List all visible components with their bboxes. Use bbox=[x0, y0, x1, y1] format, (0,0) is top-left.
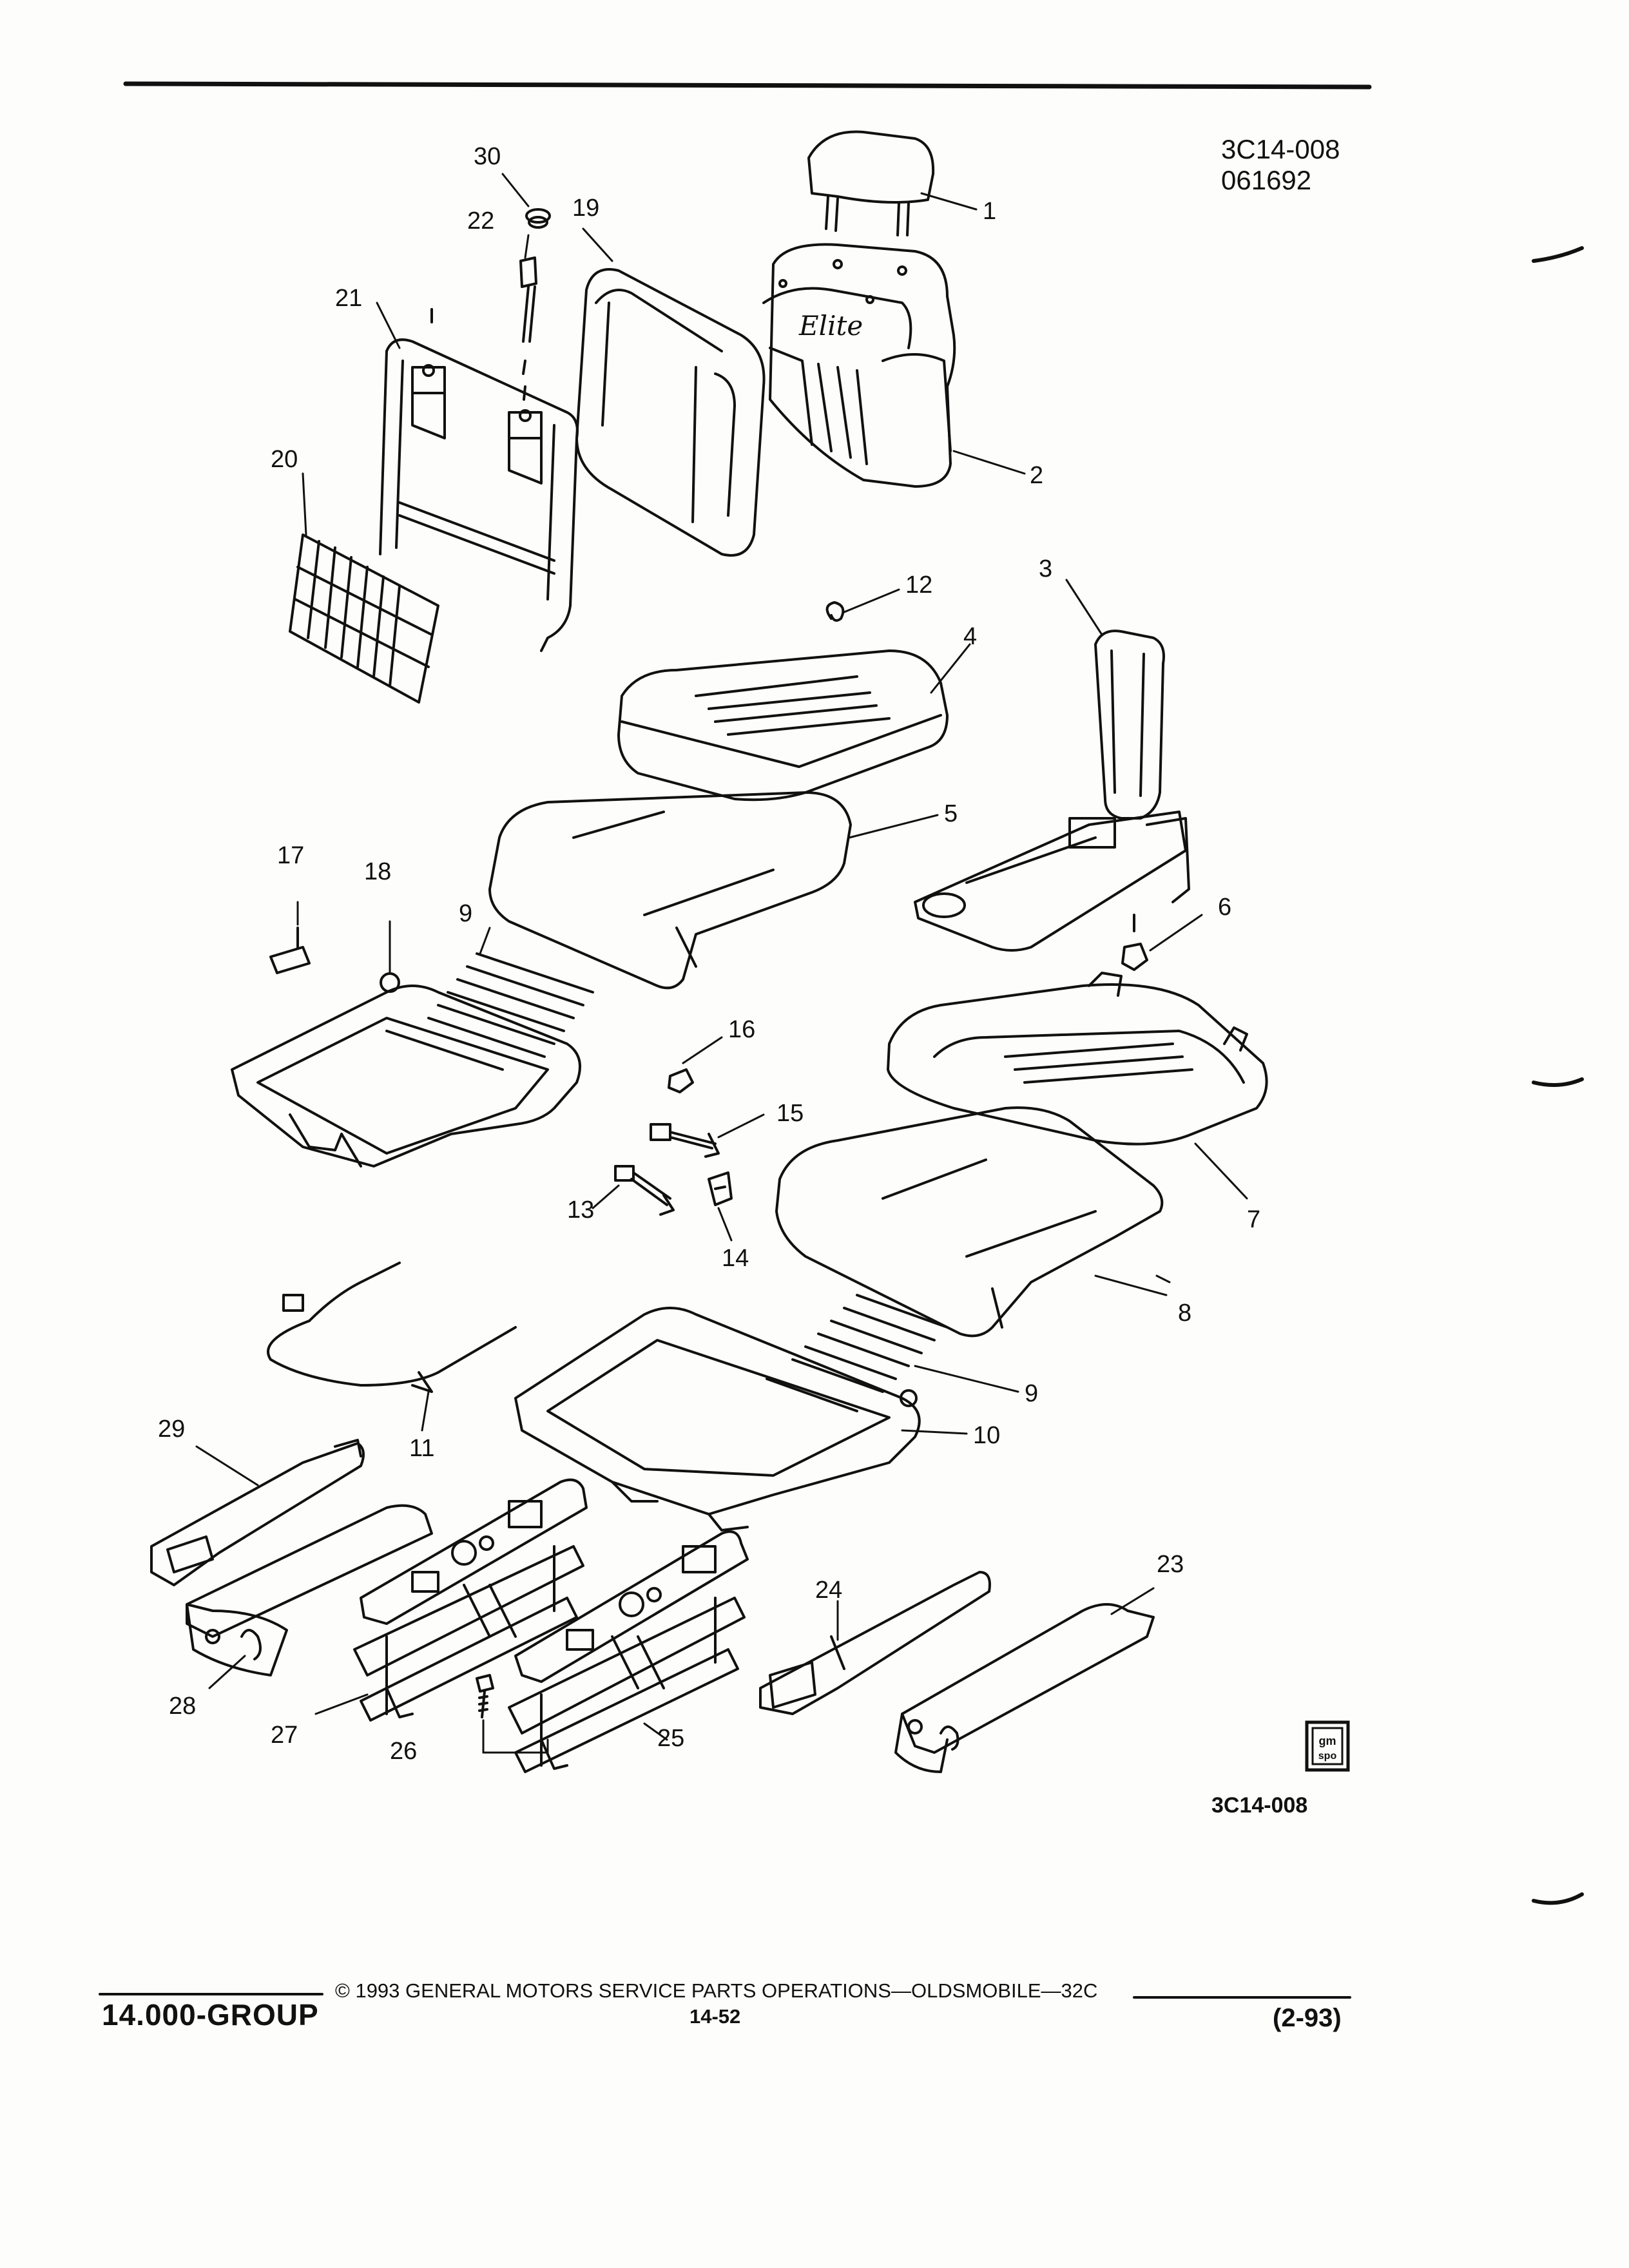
logo-line-2: spo bbox=[1318, 1751, 1337, 1762]
callout-13: 13 bbox=[567, 1196, 594, 1224]
callout-25: 25 bbox=[657, 1725, 684, 1752]
callout-4: 4 bbox=[963, 623, 977, 650]
part-10-right-seat-frame bbox=[514, 1307, 921, 1532]
callout-28: 28 bbox=[169, 1693, 196, 1720]
part-7-right-cushion-cover bbox=[887, 972, 1268, 1146]
part-11-release-cable bbox=[267, 1262, 517, 1393]
part-1-headrest bbox=[807, 130, 935, 236]
callout-21: 21 bbox=[335, 285, 362, 312]
callout-18: 18 bbox=[364, 858, 391, 885]
part-27-adjuster-track-left bbox=[353, 1478, 588, 1722]
callout-17: 17 bbox=[277, 842, 304, 869]
part-23-track-cover bbox=[894, 1603, 1155, 1773]
part-19-seatback-pad bbox=[575, 268, 766, 557]
callout-16: 16 bbox=[728, 1016, 755, 1043]
part-21-seatback-frame bbox=[379, 308, 579, 652]
part-17-bracket bbox=[269, 927, 311, 974]
part-28-track-cover bbox=[186, 1504, 433, 1677]
callout-6: 6 bbox=[1218, 894, 1231, 921]
logo-line-1: gm bbox=[1319, 1735, 1336, 1747]
callout-29: 29 bbox=[158, 1416, 185, 1443]
part-12-clip bbox=[825, 601, 845, 622]
part-3-armrest-console bbox=[914, 629, 1190, 952]
footer-page-number: 14-52 bbox=[689, 2005, 741, 2028]
callout-9a: 9 bbox=[459, 900, 472, 927]
callout-23: 23 bbox=[1157, 1551, 1184, 1578]
gm-spo-logo: gm spo bbox=[1305, 1720, 1350, 1772]
top-rule bbox=[123, 81, 1372, 90]
callout-1: 1 bbox=[983, 198, 996, 225]
binder-mark bbox=[1532, 246, 1584, 263]
part-24-track-cover bbox=[759, 1571, 991, 1715]
part-30-grommet bbox=[525, 208, 551, 229]
part-2-seatback-cover: Elite bbox=[762, 243, 956, 488]
part-22-headrest-guide bbox=[519, 256, 537, 401]
part-6-nut bbox=[1121, 914, 1148, 971]
footer-copyright: © 1993 GENERAL MOTORS SERVICE PARTS OPER… bbox=[335, 1979, 1098, 2002]
part-14-clip bbox=[708, 1171, 733, 1206]
part-16-nut bbox=[668, 1068, 694, 1093]
callout-10: 10 bbox=[973, 1422, 1000, 1449]
part-18-left-seat-frame bbox=[231, 972, 581, 1168]
figure-ref-code-bottom: 3C14-008 bbox=[1211, 1793, 1308, 1818]
part-8-right-cushion-pad bbox=[775, 1106, 1164, 1338]
part-9-spring-lower bbox=[766, 1294, 949, 1412]
callout-22: 22 bbox=[467, 207, 494, 235]
part-20-spring-grid bbox=[289, 533, 439, 704]
part-13-bolt bbox=[614, 1165, 675, 1216]
callout-2: 2 bbox=[1030, 462, 1043, 489]
binder-mark bbox=[1532, 1892, 1584, 1905]
part-5-seat-cushion-pad bbox=[488, 791, 852, 990]
callout-9b: 9 bbox=[1025, 1380, 1038, 1407]
part-25-adjuster-track-right bbox=[508, 1530, 749, 1773]
part-29-track-cover bbox=[150, 1439, 365, 1586]
leader-lines bbox=[195, 173, 1248, 1754]
callout-20: 20 bbox=[271, 446, 298, 473]
callout-5: 5 bbox=[944, 800, 958, 827]
callout-26: 26 bbox=[390, 1738, 417, 1765]
figure-ref-code: 3C14-008 bbox=[1221, 134, 1340, 164]
callout-7: 7 bbox=[1247, 1206, 1260, 1233]
callout-11: 11 bbox=[409, 1435, 434, 1462]
callout-12: 12 bbox=[905, 572, 932, 599]
callout-3: 3 bbox=[1039, 555, 1052, 582]
callout-14: 14 bbox=[722, 1245, 749, 1272]
part-26-screw bbox=[476, 1674, 494, 1718]
part-15-bolt bbox=[650, 1123, 720, 1158]
callout-19: 19 bbox=[572, 195, 599, 222]
binder-mark bbox=[1532, 1077, 1584, 1087]
callout-8: 8 bbox=[1178, 1300, 1191, 1327]
callout-15: 15 bbox=[776, 1100, 804, 1127]
part-9-spring-upper bbox=[385, 952, 594, 1071]
figure-ref-date: 061692 bbox=[1221, 165, 1312, 195]
footer-group: 14.000-GROUP bbox=[102, 1998, 319, 2032]
callout-27: 27 bbox=[271, 1722, 298, 1749]
callout-24: 24 bbox=[815, 1577, 842, 1604]
part-4-seat-cushion-cover bbox=[617, 649, 949, 802]
callout-30: 30 bbox=[474, 143, 501, 170]
footer-date: (2-93) bbox=[1273, 2004, 1342, 2032]
svg-text:Elite: Elite bbox=[798, 310, 863, 341]
